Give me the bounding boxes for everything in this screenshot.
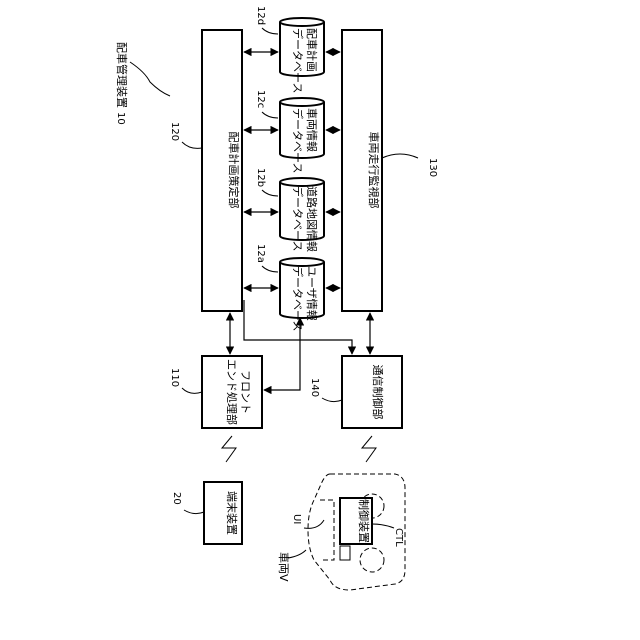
- device-leader-line: [130, 62, 170, 96]
- vehicle-wheel: [360, 548, 384, 572]
- database-12a-ref: 12a: [255, 244, 266, 263]
- comm-unit-box: 通信制御部 140: [309, 356, 402, 428]
- front-end-ref: 110: [169, 368, 180, 387]
- monitor-unit-label: 車両走行監視部: [367, 132, 381, 209]
- plan-unit-label: 配車計画策定部: [227, 132, 241, 209]
- database-12d-ref: 12d: [255, 6, 266, 25]
- comm-unit-ref: 140: [309, 378, 320, 397]
- vehicle-label: 車両V: [277, 552, 291, 582]
- plan-unit-leader: [182, 142, 202, 148]
- database-12b: 道路地図情報 データベース 12b: [255, 168, 324, 252]
- device-ref: 10: [115, 112, 126, 125]
- terminal-box: 端末装置 20: [171, 482, 242, 544]
- wireless-icon: [362, 436, 376, 462]
- controller-ref: CTL: [393, 528, 404, 547]
- controller-label: 制御装置: [357, 499, 371, 543]
- database-12c-line1: 車両情報: [305, 108, 319, 152]
- device-title-text: 配車管理装置: [115, 42, 129, 108]
- plan-unit-ref: 120: [169, 122, 180, 141]
- front-end-line2: エンド処理部: [225, 359, 239, 425]
- wireless-icon: [222, 436, 236, 462]
- database-12d: 配車計画 データベース 12d: [255, 6, 324, 93]
- comm-unit-label: 通信制御部: [371, 365, 385, 420]
- vehicle: 制御装置 UI CTL 車両V: [277, 474, 405, 590]
- database-12c-ref: 12c: [255, 90, 266, 108]
- ui-element: [340, 546, 350, 560]
- database-12b-line1: 道路地図情報: [305, 186, 319, 252]
- monitor-unit-leader: [382, 154, 418, 158]
- front-end-line1: フロント: [239, 370, 252, 414]
- database-12c-line2: データベース: [291, 108, 305, 173]
- front-end-box: フロント エンド処理部 110: [169, 356, 262, 428]
- database-12a-line2: データベース: [291, 266, 305, 331]
- database-12b-line2: データベース: [291, 186, 305, 251]
- terminal-label: 端末装置: [225, 491, 239, 535]
- database-12a-line1: ユーザ情報: [305, 266, 318, 321]
- monitor-unit-ref: 130: [427, 158, 438, 177]
- database-12d-line1: 配車計画: [305, 28, 319, 72]
- terminal-ref: 20: [171, 492, 182, 505]
- device-title: 配車管理装置 10: [115, 42, 170, 125]
- database-12c: 車両情報 データベース 12c: [255, 90, 324, 173]
- database-12b-ref: 12b: [255, 168, 266, 187]
- monitor-unit-box: 車両走行監視部 130: [342, 30, 438, 311]
- plan-unit-box: 配車計画策定部 120: [169, 30, 242, 311]
- ui-ref: UI: [291, 514, 302, 524]
- database-12d-line2: データベース: [291, 28, 305, 93]
